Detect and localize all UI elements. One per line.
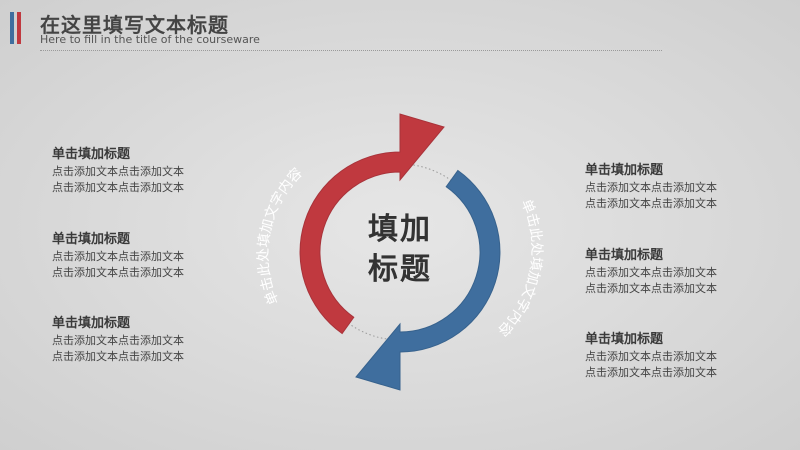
center-title-line-1: 填加 [368,212,432,247]
item-text: 点击添加文本点击添加文本 [52,250,184,263]
item-text: 点击添加文本点击添加文本 [52,334,184,347]
page-title: 在这里填写文本标题 [40,13,229,37]
item-heading: 单击填加标题 [585,248,664,263]
right-item-2: 单击填加标题 点击添加文本点击添加文本 点击添加文本点击添加文本 [585,247,775,297]
title-accent-bar-red [17,12,21,44]
item-heading: 单击填加标题 [52,316,131,331]
item-text: 点击添加文本点击添加文本 [585,181,717,194]
title-divider [40,50,662,51]
center-title-line-2: 标题 [368,252,432,287]
left-item-2: 单击填加标题 点击添加文本点击添加文本 点击添加文本点击添加文本 [52,231,242,281]
page-subtitle: Here to fill in the title of the coursew… [40,33,260,46]
item-heading: 单击填加标题 [585,163,664,178]
item-heading: 单击填加标题 [52,232,131,247]
item-text: 点击添加文本点击添加文本 [52,266,184,279]
item-text: 点击添加文本点击添加文本 [585,366,717,379]
item-text: 点击添加文本点击添加文本 [52,181,184,194]
item-text: 点击添加文本点击添加文本 [585,266,717,279]
left-item-3: 单击填加标题 点击添加文本点击添加文本 点击添加文本点击添加文本 [52,315,242,365]
left-item-1: 单击填加标题 点击添加文本点击添加文本 点击添加文本点击添加文本 [52,146,242,196]
red-cycle-arrow [299,113,445,335]
right-item-3: 单击填加标题 点击添加文本点击添加文本 点击添加文本点击添加文本 [585,331,775,381]
item-heading: 单击填加标题 [52,147,131,162]
right-item-1: 单击填加标题 点击添加文本点击添加文本 点击添加文本点击添加文本 [585,162,775,212]
item-heading: 单击填加标题 [585,332,664,347]
blue-cycle-arrow [355,169,501,391]
title-accent-bar-blue [10,12,14,44]
item-text: 点击添加文本点击添加文本 [52,165,184,178]
item-text: 点击添加文本点击添加文本 [52,350,184,363]
item-text: 点击添加文本点击添加文本 [585,350,717,363]
right-arrow-label: 单击此处填加文字内容 [494,197,544,339]
item-text: 点击添加文本点击添加文本 [585,197,717,210]
item-text: 点击添加文本点击添加文本 [585,282,717,295]
left-arrow-label: 单击此处填加文字内容 [256,165,306,307]
center-title: 填加 标题 [335,210,465,290]
